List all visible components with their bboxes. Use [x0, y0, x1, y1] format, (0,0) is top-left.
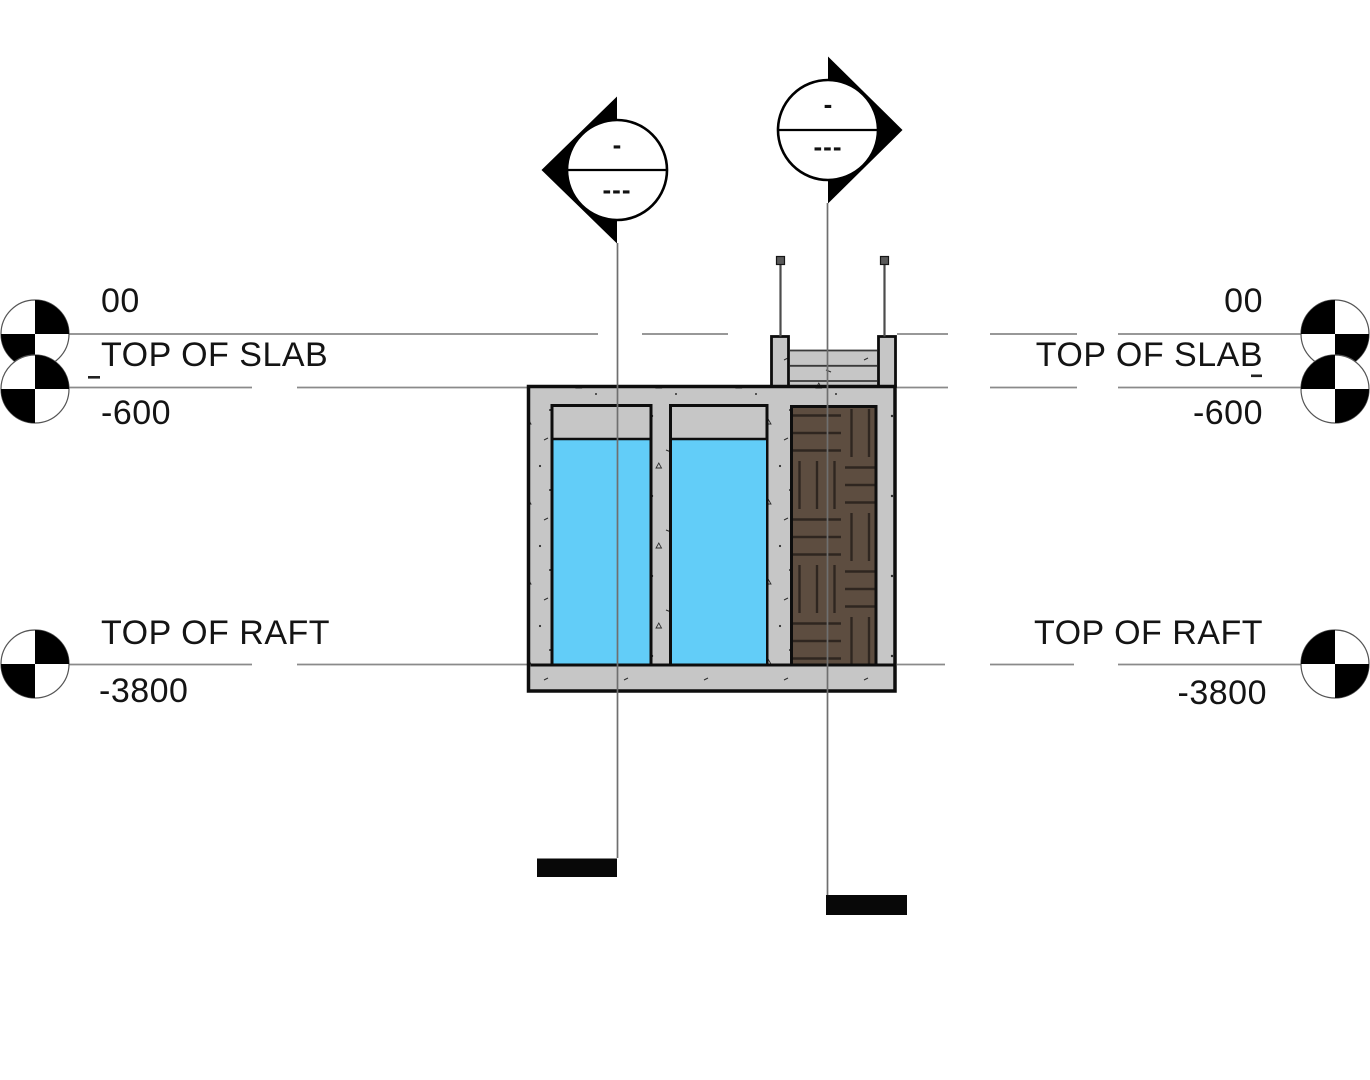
curb-wall-left[interactable]	[770, 335, 790, 388]
level-datum-icon[interactable]	[0, 629, 70, 699]
curb-wall-right[interactable]	[877, 335, 897, 388]
section-marker-right[interactable]: - ---	[776, 56, 903, 204]
sheet-number: ---	[603, 175, 632, 205]
level-datum-icon[interactable]	[1300, 629, 1370, 699]
level-datum-icon[interactable]	[0, 354, 70, 424]
level-name-top-of-raft-left: TOP OF RAFT	[101, 614, 331, 652]
section-number: -	[824, 89, 833, 119]
section-tail-mark-right[interactable]	[826, 895, 907, 915]
hatch-cover-planks	[790, 349, 877, 382]
water-fill-2	[672, 440, 766, 664]
level-name-top-of-slab-left: TOP OF SLAB	[101, 336, 329, 374]
level-datum-icon[interactable]	[1300, 354, 1370, 424]
post-cap-left	[775, 255, 786, 266]
sheet-number: ---	[814, 132, 843, 162]
level-name-top-of-slab-right: TOP OF SLAB	[1035, 336, 1263, 374]
section-tail-mark-left[interactable]	[537, 858, 617, 878]
elevation-tick-right	[1251, 374, 1262, 378]
tank-section[interactable]	[526, 255, 897, 693]
level-name-top-of-raft-right: TOP OF RAFT	[1033, 614, 1263, 652]
level-elev-top-of-raft-right: -3800	[1177, 674, 1267, 712]
level-elev-top-of-raft-left: -3800	[99, 672, 189, 710]
section-cut-lines	[537, 203, 907, 915]
filled-shaft-hatch[interactable]	[790, 405, 878, 667]
tank-compartment-2[interactable]	[669, 404, 769, 667]
level-elev-top-of-slab-left: -600	[101, 394, 172, 432]
tank-compartment-1[interactable]	[550, 404, 653, 667]
elevation-tick-left	[88, 376, 100, 379]
level-name-00-left: 00	[101, 282, 140, 320]
post-cap-right	[879, 255, 890, 266]
level-elev-top-of-slab-right: -600	[1192, 394, 1263, 432]
section-marker-left[interactable]: - ---	[541, 96, 669, 244]
level-name-00-right: 00	[1224, 282, 1263, 320]
section-number: -	[613, 130, 622, 160]
water-fill-1	[553, 440, 650, 664]
level-lines[interactable]	[35, 333, 1301, 666]
